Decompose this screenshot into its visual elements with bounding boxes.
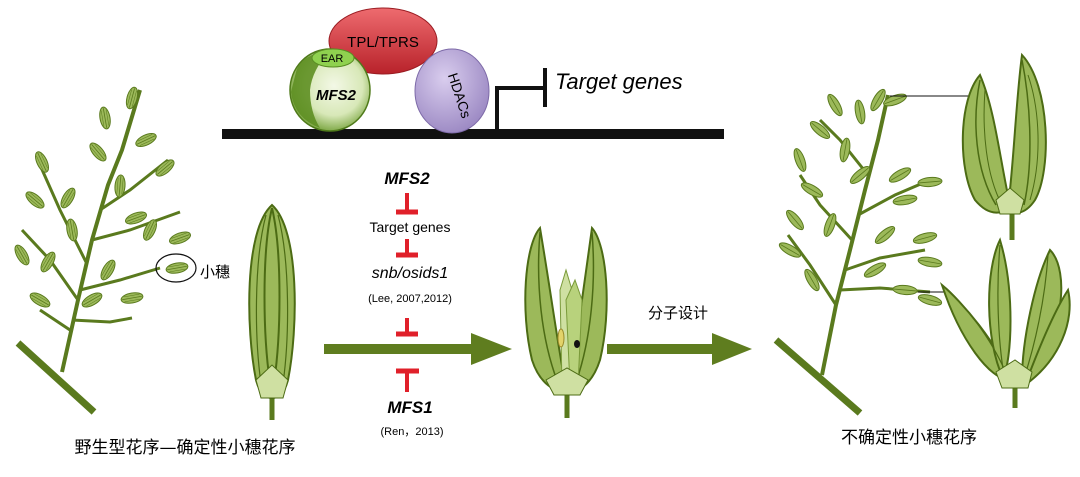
tpl-tprs-label: TPL/TPRS: [347, 34, 419, 51]
dna-line: [222, 129, 724, 139]
pathway-lee-citation: (Lee, 2007,2012): [368, 293, 452, 305]
molecular-design-label: 分子设计: [648, 304, 708, 322]
indeterminate-panicle: [773, 86, 970, 416]
ear-label: EAR: [321, 53, 344, 65]
enlarged-spikelet-bottom: [939, 237, 1071, 408]
hdacs-protein: [414, 48, 490, 134]
wild-type-panicle: 小穗: [11, 85, 230, 415]
wild-type-caption: 野生型花序—确定性小穗花序: [75, 438, 296, 458]
pathway-mfs1: MFS1: [387, 398, 432, 417]
design-arrow: [607, 333, 752, 365]
enlarged-spikelet-top: [961, 52, 1047, 240]
genetic-pathway: MFS2 Target genes snb/osids1 (Lee, 2007,…: [324, 169, 512, 438]
inhibit-symbol-4: [396, 368, 419, 392]
mfs2-protein-label: MFS2: [316, 87, 357, 104]
ear-motif: [311, 48, 355, 68]
inhibit-symbol-1: [396, 193, 418, 215]
pathway-snb: snb/osids1: [372, 265, 449, 282]
mutant-spikelet: [524, 225, 608, 418]
spikelet-label: 小穗: [200, 263, 230, 281]
wild-type-spikelet: [248, 203, 296, 420]
tpl-tprs-protein: [328, 7, 438, 75]
design-arrow-group: 分子设计: [607, 304, 752, 365]
spikelet-highlight-circle: [155, 253, 197, 283]
promoter-arrow: [495, 86, 545, 130]
main-arrow: [324, 333, 512, 365]
inhibit-symbol-2: [396, 239, 418, 258]
pathway-target-genes: Target genes: [370, 219, 451, 235]
pathway-ren-citation: (Ren，2013): [381, 426, 444, 438]
inhibit-symbol-3: [396, 318, 418, 337]
target-genes-label: Target genes: [555, 69, 683, 94]
repressor-complex: TPL/TPRS HDACs EAR MFS2 Target genes: [222, 7, 724, 139]
indeterminate-caption: 不确定性小穗花序: [841, 428, 977, 448]
pathway-mfs2: MFS2: [384, 169, 430, 188]
